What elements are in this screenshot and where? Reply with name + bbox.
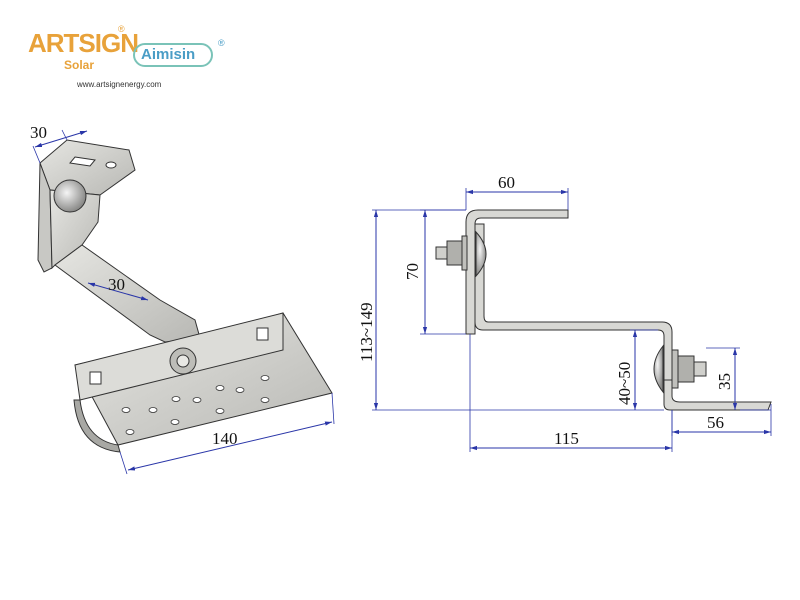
side-foot: [663, 379, 772, 411]
iso-dimension-30-top: 30: [30, 123, 88, 164]
side-lower-nut: [677, 355, 695, 383]
isometric-bracket: [37, 139, 333, 453]
artsign-logo-text: ARTSIGN: [28, 28, 139, 58]
side-upper-nut: [446, 240, 463, 266]
aimisin-logo: Aimisin: [133, 43, 213, 67]
iso-dimension-30-arm: 30: [87, 275, 149, 301]
iso-upper-plate: [37, 162, 53, 273]
iso-top-slot: [69, 156, 96, 167]
side-dim-total-height-label: 113~149: [357, 302, 376, 362]
side-dim-top-length-label: 60: [498, 173, 515, 192]
side-lower-bolt: [693, 361, 707, 377]
side-dim-lower-height-label: 35: [715, 373, 734, 390]
artsign-logo-subtext: Solar: [64, 58, 95, 72]
aimisin-logo-text: Aimisin: [141, 46, 196, 63]
iso-arm: [54, 244, 201, 343]
iso-top-hole: [105, 161, 117, 169]
side-dimension-113-149: 113~149: [357, 209, 664, 411]
iso-base-slot-right: [256, 327, 269, 341]
side-dimension-40-50: 40~50: [615, 329, 658, 410]
side-dimension-60: 60: [465, 173, 569, 210]
iso-top-tab: [39, 139, 136, 196]
iso-base-slot-left: [89, 371, 102, 385]
iso-dim-base-length-label: 140: [212, 429, 238, 448]
side-upper-washer: [461, 235, 468, 271]
iso-upper-dome: [53, 179, 87, 213]
side-dimension-70: 70: [403, 209, 466, 335]
website-url: www.artsignenergy.com: [77, 80, 162, 89]
side-upper-bolt: [435, 246, 448, 260]
side-view-bracket: [435, 209, 772, 411]
artsign-logo: ARTSIGN ® Solar: [28, 24, 139, 83]
header: ARTSIGN ® Solar Aimisin ® www.artsignene…: [0, 0, 800, 100]
side-profile: [465, 209, 569, 335]
side-dimension-115: 115: [469, 334, 673, 452]
iso-dim-arm-width-label: 30: [108, 275, 125, 294]
iso-dim-top-width-label: 30: [30, 123, 47, 142]
side-dim-lower-range-label: 40~50: [615, 362, 634, 405]
side-z-arm: [474, 223, 673, 405]
side-dim-offset-label: 115: [554, 429, 579, 448]
iso-bolt: [176, 354, 190, 368]
aimisin-registered-mark: ®: [218, 38, 225, 48]
artsign-registered-mark: ®: [118, 24, 125, 34]
side-lower-washer: [671, 349, 679, 389]
iso-dimension-140: 140: [119, 392, 335, 475]
iso-base-curve: [73, 399, 121, 453]
side-dimension-35: 35: [706, 347, 771, 411]
side-dim-upper-height-label: 70: [403, 263, 422, 280]
side-upper-dome: [475, 230, 487, 278]
side-lower-dome: [653, 344, 664, 394]
side-dim-foot-length-label: 56: [707, 413, 724, 432]
